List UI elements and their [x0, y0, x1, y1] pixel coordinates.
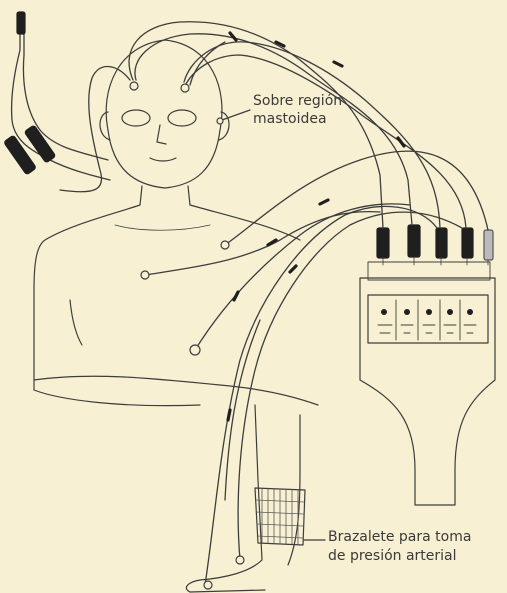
- patient-right-eye: [168, 110, 196, 126]
- electrode-abdomen: [190, 345, 200, 355]
- plug-2: [408, 225, 420, 257]
- patient-neck: [140, 186, 190, 205]
- mastoid-label: Sobre región mastoidea: [253, 92, 342, 128]
- electrode-scalp-right: [181, 84, 189, 92]
- mastoid-label-line-1: Sobre región: [253, 93, 342, 109]
- patient-waist: [34, 376, 318, 405]
- electrode-chest-upper: [221, 241, 229, 249]
- electrodes: [130, 82, 244, 589]
- cuff-label-line-2: de presión arterial: [328, 548, 457, 564]
- plug-3: [436, 228, 447, 258]
- patient-nose: [157, 125, 166, 144]
- patient-left-eye: [122, 110, 150, 126]
- electrode-chest-left: [141, 271, 149, 279]
- electrode-ankle: [236, 556, 244, 564]
- electrode-foot: [204, 581, 212, 589]
- reference-electrode-plugs: [4, 12, 56, 175]
- electrode-mastoid: [217, 118, 223, 124]
- cuff-label: Brazalete para toma de presión arterial: [328, 528, 471, 566]
- patient-torso: [34, 205, 300, 390]
- cuff-label-line-1: Brazalete para toma: [328, 529, 471, 545]
- plug-4: [462, 228, 473, 258]
- plug-1: [377, 228, 389, 258]
- blood-pressure-cuff: [255, 488, 325, 545]
- patient-collarbone: [115, 225, 210, 230]
- mastoid-label-line-2: mastoidea: [253, 111, 327, 127]
- patient-left-arm: [70, 300, 82, 345]
- plug-connector-icon: [377, 225, 493, 265]
- patient-foot: [190, 590, 265, 592]
- polygraph-module: [360, 262, 495, 505]
- patient-hip: [34, 390, 200, 406]
- patient-mouth: [150, 158, 176, 161]
- plug-5: [484, 230, 493, 260]
- electrode-wires: [12, 20, 488, 585]
- electrode-scalp-left: [130, 82, 138, 90]
